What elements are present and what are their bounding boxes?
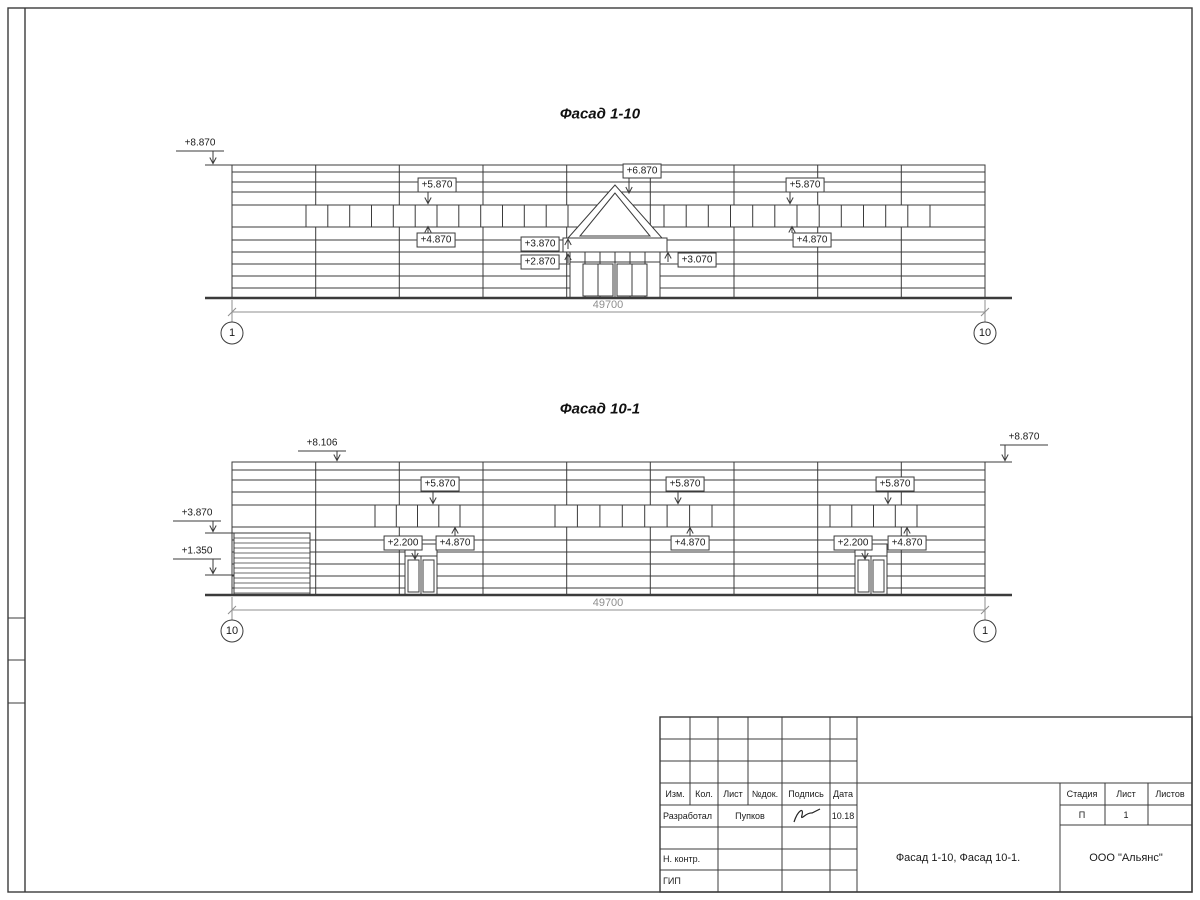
facade1-linework [176, 150, 1012, 345]
elevation-mark: +2.200 [833, 535, 873, 551]
elevation-mark: +5.870 [665, 476, 705, 492]
titleblock-razrabotal-name: Пупков [735, 811, 765, 821]
titleblock-col-ndok: №док. [751, 789, 779, 799]
facade2-title: Фасад 10-1 [559, 400, 641, 418]
hatch-block [233, 532, 311, 596]
axis-label: 10 [225, 625, 239, 637]
elevation-mark: +4.870 [792, 232, 832, 248]
titleblock-col-list: Лист [723, 789, 743, 799]
window-band [305, 204, 569, 228]
axis-label: 1 [228, 327, 236, 339]
elevation-arrows [173, 444, 1048, 575]
elevation-mark: +4.870 [670, 535, 710, 551]
window-band [663, 204, 931, 228]
elevation-mark: +5.870 [875, 476, 915, 492]
titleblock-list-value: 1 [1123, 810, 1129, 820]
elevation-mark: +4.870 [887, 535, 927, 551]
entrance-doors [569, 251, 661, 299]
facade1-title: Фасад 1-10 [559, 105, 641, 123]
titleblock-role-nkontr: Н. контр. [663, 854, 701, 864]
window-band [374, 504, 918, 528]
titleblock-listov-label: Листов [1155, 789, 1185, 799]
elevation-mark: +8.870 [1008, 431, 1040, 443]
axis-label: 10 [978, 327, 992, 339]
titleblock-doc-title: Фасад 1-10, Фасад 10-1. [895, 852, 1021, 864]
elevation-mark: +6.870 [622, 163, 662, 179]
elevation-mark: +5.870 [417, 177, 457, 193]
dimension-value: 49700 [592, 597, 624, 609]
titleblock-col-data: Дата [833, 789, 853, 799]
elevation-mark: +8.870 [184, 137, 216, 149]
titleblock-company: ООО "Альянс" [1089, 852, 1163, 864]
titleblock-grid [659, 716, 1193, 893]
sheet-frame [7, 7, 1193, 893]
titleblock-stadia-label: Стадия [1066, 789, 1098, 799]
elevation-mark: +3.870 [181, 507, 213, 519]
axis-bubbles [220, 619, 997, 643]
elevation-mark: +4.870 [416, 232, 456, 248]
elevation-mark: +8.106 [306, 437, 338, 449]
titleblock-list-label: Лист [1116, 789, 1136, 799]
axis-bubbles [220, 321, 997, 345]
elevation-arrows [176, 150, 796, 263]
titleblock-role-gip: ГИП [663, 876, 681, 886]
titleblock-col-podpis: Подпись [788, 789, 824, 799]
entrance-gable [566, 184, 664, 239]
elevation-mark: +4.870 [435, 535, 475, 551]
door [854, 543, 888, 596]
elevation-mark: +5.870 [420, 476, 460, 492]
door [404, 543, 438, 596]
signature [793, 808, 821, 823]
elevation-mark: +1.350 [181, 545, 213, 557]
facade2-linework [173, 444, 1048, 643]
dimension-line [227, 300, 990, 322]
titleblock-role-razrabotal: Разработал [663, 811, 712, 821]
elevation-mark: +2.200 [383, 535, 423, 551]
dimension-line [227, 597, 990, 620]
titleblock-col-izm: Изм. [665, 789, 685, 799]
elevation-mark: +2.870 [520, 254, 560, 270]
axis-label: 1 [981, 625, 989, 637]
elevation-mark: +3.070 [677, 252, 717, 268]
titleblock-stadia-value: П [1078, 810, 1086, 820]
titleblock-col-kol: Кол. [695, 789, 713, 799]
elevation-mark: +3.870 [520, 236, 560, 252]
entrance-canopy [562, 237, 668, 253]
dimension-value: 49700 [592, 299, 624, 311]
elevation-mark: +5.870 [785, 177, 825, 193]
titleblock-razrabotal-date: 10.18 [831, 811, 855, 821]
